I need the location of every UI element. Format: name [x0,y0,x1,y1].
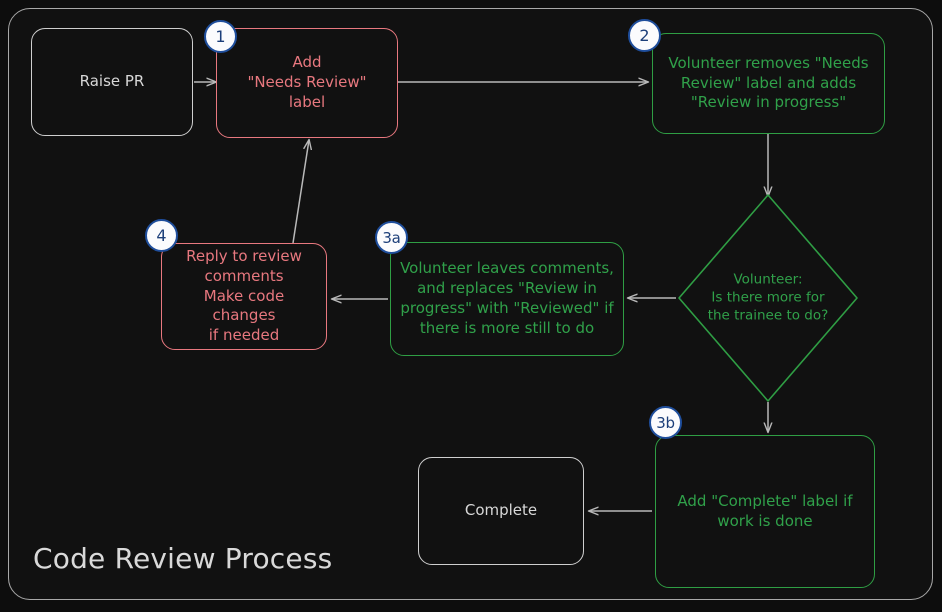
node-volunteer-removes-label[interactable]: Volunteer removes "Needs Review" label a… [652,33,885,134]
node-raise-pr[interactable]: Raise PR [31,28,193,136]
node-add-needs-review-label-text: Add "Needs Review" label [247,53,367,111]
badge-step-3a-label: 3a [382,228,401,247]
node-complete[interactable]: Complete [418,457,584,565]
diagram-title: Code Review Process [33,542,333,575]
node-volunteer-leaves-comments-text: Volunteer leaves comments, and replaces … [400,259,614,337]
badge-step-3b: 3b [649,406,682,439]
badge-step-1: 1 [204,20,237,53]
badge-step-3a: 3a [375,221,408,254]
node-add-complete-label-text: Add "Complete" label if work is done [677,491,853,530]
badge-step-2: 2 [628,19,661,52]
badge-step-4-label: 4 [156,226,167,245]
node-volunteer-leaves-comments[interactable]: Volunteer leaves comments, and replaces … [390,242,624,356]
node-add-needs-review-label[interactable]: Add "Needs Review" label [216,28,398,138]
node-reply-to-review-comments-text: Reply to review comments Make code chang… [186,247,302,345]
badge-step-3b-label: 3b [656,413,675,432]
node-reply-to-review-comments[interactable]: Reply to review comments Make code chang… [161,243,327,350]
node-complete-label: Complete [464,501,538,520]
node-raise-pr-label: Raise PR [79,72,145,91]
node-volunteer-removes-label-text: Volunteer removes "Needs Review" label a… [668,53,869,112]
node-decision-more-work[interactable]: Volunteer: Is there more for the trainee… [678,193,858,403]
badge-step-4: 4 [145,219,178,252]
badge-step-2-label: 2 [639,26,650,45]
node-add-complete-label[interactable]: Add "Complete" label if work is done [655,435,875,588]
node-decision-label: Volunteer: Is there more for the trainee… [707,271,829,325]
badge-step-1-label: 1 [215,27,226,46]
